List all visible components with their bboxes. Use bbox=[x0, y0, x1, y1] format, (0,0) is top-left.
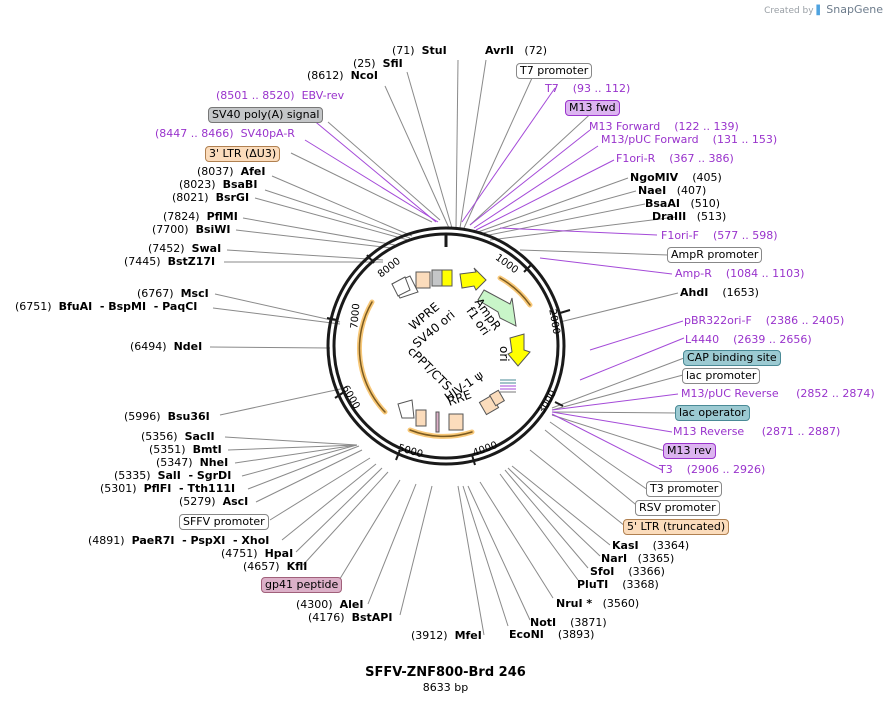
feature-t7-promoter[interactable]: T7 promoter bbox=[516, 63, 593, 79]
ampr-feature bbox=[477, 289, 517, 327]
site-noti[interactable]: NotI (3871) bbox=[530, 616, 607, 629]
site-nrui[interactable]: NruI * (3560) bbox=[556, 597, 640, 610]
rre-feature bbox=[448, 413, 464, 431]
features bbox=[391, 267, 531, 433]
site-ndei[interactable]: (6494) NdeI bbox=[130, 340, 203, 353]
primer-ebv-rev[interactable]: (8501 .. 8520) EBV-rev bbox=[216, 89, 345, 102]
primer-f1ori-r[interactable]: F1ori-R (367 .. 386) bbox=[616, 152, 734, 165]
peach-feature-1 bbox=[415, 271, 431, 289]
sv40-polya-feature bbox=[441, 269, 453, 287]
tick-1000: 1000 bbox=[493, 252, 520, 276]
site-kasi[interactable]: KasI (3364) bbox=[612, 539, 690, 552]
primer-l4440[interactable]: L4440 (2639 .. 2656) bbox=[685, 333, 812, 346]
primer-pbr322ori-f[interactable]: pBR322ori-F (2386 .. 2405) bbox=[684, 314, 845, 327]
site-bstapi[interactable]: (4176) BstAPI bbox=[308, 611, 393, 624]
ori-feature bbox=[507, 333, 531, 367]
label-ori: ori bbox=[497, 346, 511, 362]
leader-lines bbox=[209, 59, 685, 636]
sv40-ori-feature bbox=[431, 269, 443, 287]
site-afei[interactable]: (8037) AfeI bbox=[197, 165, 266, 178]
primer-amp-r[interactable]: Amp-R (1084 .. 1103) bbox=[675, 267, 805, 280]
feature-5-ltr-truncated[interactable]: 5' LTR (truncated) bbox=[623, 519, 730, 535]
plasmid-length: 8633 bp bbox=[422, 681, 469, 694]
site-ngomiv[interactable]: NgoMIV (405) bbox=[630, 171, 722, 184]
sffv-feature bbox=[397, 399, 415, 419]
plasmid-name: SFFV-ZNF800-Brd 246 bbox=[365, 665, 526, 680]
site-bsabi[interactable]: (8023) BsaBI bbox=[179, 178, 258, 191]
site-bsiwi[interactable]: (7700) BsiWI bbox=[152, 223, 231, 236]
primer-f1ori-f[interactable]: F1ori-F (577 .. 598) bbox=[661, 229, 778, 242]
site-nhei[interactable]: (5347) NheI bbox=[156, 456, 229, 469]
backbone-ring bbox=[326, 226, 566, 466]
primer-leader-lines bbox=[299, 87, 685, 471]
site-bstz17i[interactable]: (7445) BstZ17I bbox=[124, 255, 216, 268]
multi-cloning-marks bbox=[500, 379, 516, 393]
cppt-feature bbox=[415, 409, 427, 427]
snapgene-credit: Created by ▌ SnapGene bbox=[764, 3, 883, 16]
site-nari[interactable]: NarI (3365) bbox=[601, 552, 675, 565]
peach-feature-3 bbox=[488, 389, 506, 407]
primer-t3[interactable]: T3 (2906 .. 2926) bbox=[659, 463, 766, 476]
site-swai[interactable]: (7452) SwaI bbox=[148, 242, 222, 255]
feature-cap-binding-site[interactable]: CAP binding site bbox=[683, 350, 781, 366]
feature-3-ltr-du3[interactable]: 3' LTR (ΔU3) bbox=[205, 146, 281, 162]
primer-m13-puc-reverse[interactable]: M13/pUC Reverse (2852 .. 2874) bbox=[681, 387, 875, 400]
wpre-region bbox=[391, 276, 411, 297]
site-sacii[interactable]: (5356) SacII bbox=[141, 430, 215, 443]
site-draiii[interactable]: DraIII (513) bbox=[652, 210, 727, 223]
ring-ticks bbox=[326, 254, 571, 466]
site-asci[interactable]: (5279) AscI bbox=[179, 495, 249, 508]
feature-m13-rev[interactable]: M13 rev bbox=[663, 443, 716, 459]
credit-brand: SnapGene bbox=[826, 3, 883, 16]
feature-sffv-promoter[interactable]: SFFV promoter bbox=[179, 514, 269, 530]
site-sali-sgrdi[interactable]: (5335) SalI - SgrDI bbox=[114, 469, 232, 482]
label-cppt: cPPT/CTS bbox=[405, 344, 454, 393]
site-kfli[interactable]: (4657) KflI bbox=[243, 560, 308, 573]
site-bfuai-bspmi-paqci[interactable]: (6751) BfuAI - BspMI - PaqCI bbox=[15, 300, 198, 313]
primer-m13-reverse[interactable]: M13 Reverse (2871 .. 2887) bbox=[673, 425, 841, 438]
site-sfoi[interactable]: SfoI (3366) bbox=[590, 565, 665, 578]
feature-ampr-promoter[interactable]: AmpR promoter bbox=[667, 247, 763, 263]
site-hpai[interactable]: (4751) HpaI bbox=[221, 547, 294, 560]
site-msci[interactable]: (6767) MscI bbox=[137, 287, 209, 300]
site-stui[interactable]: (71) StuI bbox=[392, 44, 447, 57]
site-pflmi[interactable]: (7824) PflMI bbox=[163, 210, 238, 223]
primer-m13-puc-forward[interactable]: M13/pUC Forward (131 .. 153) bbox=[601, 133, 778, 146]
site-pflfi-tth111i[interactable]: (5301) PflFI - Tth111I bbox=[100, 482, 236, 495]
primer-m13-forward[interactable]: M13 Forward (122 .. 139) bbox=[589, 120, 739, 133]
feature-t3-promoter[interactable]: T3 promoter bbox=[646, 481, 723, 497]
site-sfii[interactable]: (25) SfiI bbox=[353, 57, 403, 70]
site-bsu36i[interactable]: (5996) Bsu36I bbox=[124, 410, 210, 423]
feature-lac-promoter[interactable]: lac promoter bbox=[682, 368, 761, 384]
gp41-feature bbox=[435, 411, 440, 433]
site-econi[interactable]: EcoNI (3893) bbox=[509, 628, 595, 641]
primer-t7[interactable]: T7 (93 .. 112) bbox=[545, 82, 631, 95]
snapgene-logo-icon: ▌ bbox=[816, 6, 824, 16]
direction-arcs bbox=[356, 275, 533, 439]
tick-6000: 6000 bbox=[339, 384, 361, 412]
site-alei[interactable]: (4300) AleI bbox=[296, 598, 364, 611]
feature-gp41-peptide[interactable]: gp41 peptide bbox=[261, 577, 343, 593]
site-paer7i-pspxi-xhoi[interactable]: (4891) PaeR7I - PspXI - XhoI bbox=[88, 534, 270, 547]
site-bsaai[interactable]: BsaAI (510) bbox=[645, 197, 721, 210]
tick-2000: 2000 bbox=[546, 308, 561, 335]
site-naei[interactable]: NaeI (407) bbox=[638, 184, 707, 197]
feature-rsv-promoter[interactable]: RSV promoter bbox=[635, 500, 720, 516]
f1-ori-feature bbox=[459, 267, 487, 291]
site-ncoi[interactable]: (8612) NcoI bbox=[307, 69, 378, 82]
site-bsrgi[interactable]: (8021) BsrGI bbox=[172, 191, 250, 204]
site-avrii[interactable]: AvrII (72) bbox=[485, 44, 547, 57]
feature-m13-fwd[interactable]: M13 fwd bbox=[565, 100, 620, 116]
primer-sv40pa-r[interactable]: (8447 .. 8466) SV40pA-R bbox=[155, 127, 295, 140]
tick-7000: 7000 bbox=[349, 303, 362, 329]
feature-sv40-polya[interactable]: SV40 poly(A) signal bbox=[208, 107, 324, 123]
feature-lac-operator[interactable]: lac operator bbox=[675, 405, 750, 421]
site-mfei[interactable]: (3912) MfeI bbox=[411, 629, 482, 642]
credit-prefix: Created by bbox=[764, 6, 814, 16]
site-pluti[interactable]: PluTI (3368) bbox=[577, 578, 659, 591]
site-bmti[interactable]: (5351) BmtI bbox=[149, 443, 222, 456]
site-ahdi[interactable]: AhdI (1653) bbox=[680, 286, 759, 299]
